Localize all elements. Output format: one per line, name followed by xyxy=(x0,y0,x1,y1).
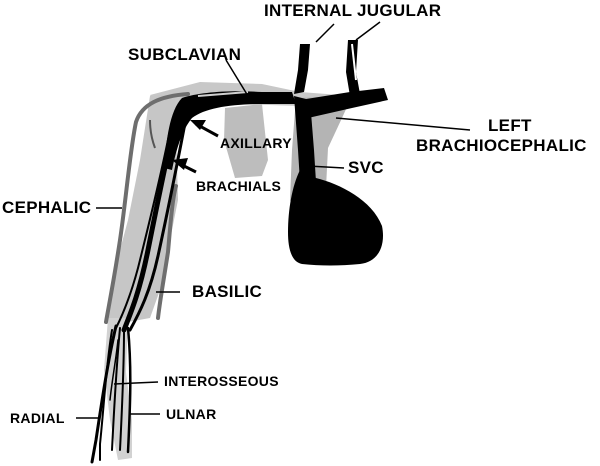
label-subclavian: SUBCLAVIAN xyxy=(128,45,241,64)
label-brachiocephalic-line: BRACHIOCEPHALIC xyxy=(416,136,587,155)
label-ulnar: ULNAR xyxy=(166,406,217,422)
axillary-arrow xyxy=(190,120,219,138)
cephalic-tributary xyxy=(149,119,156,149)
left-brachiocephalic-vein xyxy=(300,88,388,118)
cephalic-vein xyxy=(104,92,190,324)
label-brachials: BRACHIALS xyxy=(196,178,281,194)
superior-vena-cava xyxy=(294,96,316,182)
brachials-arrow xyxy=(172,158,197,174)
basilic-vein xyxy=(156,184,178,320)
label-radial: RADIAL xyxy=(10,410,65,426)
label-axillary: AXILLARY xyxy=(220,135,292,151)
label-interosseous: INTEROSSEOUS xyxy=(164,373,279,389)
right-internal-jugular-vein xyxy=(294,44,310,94)
label-cephalic: CEPHALIC xyxy=(2,198,91,217)
label-basilic: BASILIC xyxy=(192,282,262,301)
label-svc: SVC xyxy=(348,158,384,177)
right-atrium xyxy=(288,170,384,266)
subclavian-vein-shape xyxy=(164,91,296,170)
label-internal-jugular: INTERNAL JUGULAR xyxy=(264,1,441,20)
leader-lines xyxy=(76,21,471,419)
label-left-line: LEFT xyxy=(488,116,532,135)
forearm-veins xyxy=(90,324,132,464)
brachial-veins xyxy=(115,115,188,333)
left-internal-jugular-vein xyxy=(346,40,360,96)
